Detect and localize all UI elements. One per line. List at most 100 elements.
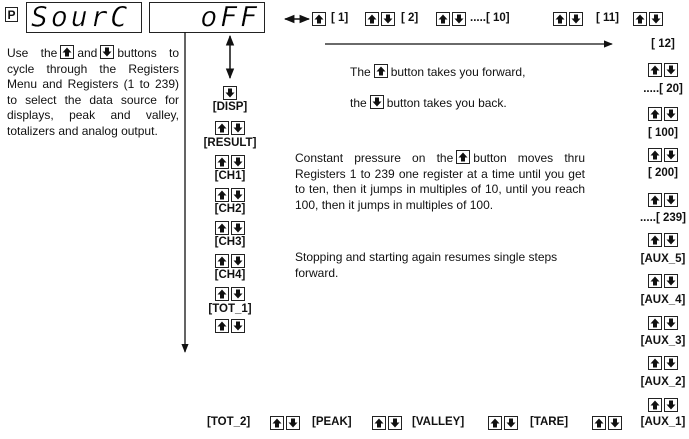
bottom-row-label-3: [TARE] xyxy=(530,416,569,428)
up-arrow-key-icon xyxy=(215,254,229,268)
down-arrow-key-icon xyxy=(231,188,245,202)
down-arrow-key-icon xyxy=(664,356,678,370)
up-arrow-key-icon xyxy=(312,12,326,26)
down-arrow-key-icon xyxy=(388,416,402,430)
down-arrow-key-icon xyxy=(664,107,678,121)
up-arrow-key-icon xyxy=(648,398,662,412)
up-arrow-key-icon xyxy=(373,64,388,78)
top-row-label-2: .....[ 10] xyxy=(470,12,510,24)
back-note-part: the xyxy=(350,96,367,110)
up-arrow-key-icon xyxy=(215,221,229,235)
down-arrow-key-icon xyxy=(223,86,237,100)
forward-note-part: button takes you forward, xyxy=(390,65,526,79)
left-instr-part: buttons to cycle through the Registers M… xyxy=(7,46,179,138)
right-column-label-6: [AUX_4] xyxy=(640,294,686,306)
right-column-label-7: [AUX_3] xyxy=(640,335,686,347)
top-row-label-1: [ 2] xyxy=(401,12,419,24)
down-arrow-key-icon xyxy=(664,193,678,207)
pressure-note-part: button moves thru Registers 1 to 239 one… xyxy=(295,151,585,212)
right-column-label-5: [AUX_5] xyxy=(640,253,686,265)
right-column-label-2: [ 100] xyxy=(647,127,679,139)
right-column-label-4: .....[ 239] xyxy=(639,212,687,224)
down-arrow-key-icon xyxy=(664,148,678,162)
down-arrow-key-icon xyxy=(649,12,663,26)
up-arrow-key-icon xyxy=(648,148,662,162)
back-note: the button takes you back. xyxy=(350,95,507,112)
pressure-note-part: Constant pressure on the xyxy=(295,151,454,165)
menu-label-2: [CH1] xyxy=(214,170,246,182)
right-column-label-0: [ 12] xyxy=(651,38,675,50)
up-arrow-key-icon xyxy=(436,12,450,26)
up-arrow-key-icon xyxy=(215,287,229,301)
menu-label-3: [CH2] xyxy=(214,203,246,215)
up-arrow-key-icon xyxy=(372,416,386,430)
up-arrow-key-icon xyxy=(60,45,75,59)
display-left-readout: SourC xyxy=(26,2,142,33)
down-arrow-key-icon xyxy=(569,12,583,26)
menu-label-1: [RESULT] xyxy=(203,137,257,149)
right-column-label-9: [AUX_1] xyxy=(640,416,686,428)
down-arrow-key-icon xyxy=(608,416,622,430)
top-row-label-3: [ 11] xyxy=(596,12,620,24)
down-arrow-key-icon xyxy=(231,319,245,333)
left-instr-part: Use the xyxy=(7,46,58,60)
down-arrow-key-icon xyxy=(231,121,245,135)
up-arrow-key-icon xyxy=(456,150,471,164)
forward-note-part: The xyxy=(350,65,371,79)
up-arrow-key-icon xyxy=(648,193,662,207)
menu-label-4: [CH3] xyxy=(214,236,246,248)
down-arrow-key-icon xyxy=(231,221,245,235)
down-arrow-key-icon xyxy=(664,316,678,330)
up-arrow-key-icon xyxy=(592,416,606,430)
up-arrow-key-icon xyxy=(215,155,229,169)
right-readout-text: oFF xyxy=(200,2,260,33)
up-arrow-key-icon xyxy=(648,356,662,370)
down-arrow-key-icon xyxy=(664,63,678,77)
up-arrow-key-icon xyxy=(553,12,567,26)
down-arrow-key-icon xyxy=(381,12,395,26)
up-arrow-key-icon xyxy=(215,121,229,135)
right-column-label-3: [ 200] xyxy=(647,167,679,179)
up-arrow-key-icon xyxy=(633,12,647,26)
left-readout-text: SourC xyxy=(31,2,131,33)
right-column-label-8: [AUX_2] xyxy=(640,376,686,388)
up-arrow-key-icon xyxy=(648,233,662,247)
menu-label-5: [CH4] xyxy=(214,269,246,281)
up-arrow-key-icon xyxy=(488,416,502,430)
down-arrow-key-icon xyxy=(664,398,678,412)
down-arrow-key-icon xyxy=(452,12,466,26)
bottom-row-label-2: [VALLEY] xyxy=(412,416,465,428)
up-arrow-key-icon xyxy=(270,416,284,430)
down-arrow-key-icon xyxy=(504,416,518,430)
down-arrow-key-icon xyxy=(369,95,384,109)
up-arrow-key-icon xyxy=(648,63,662,77)
up-arrow-key-icon xyxy=(365,12,379,26)
bottom-row-label-1: [PEAK] xyxy=(312,416,352,428)
down-arrow-key-icon xyxy=(664,274,678,288)
bottom-row-label-0: [TOT_2] xyxy=(207,416,251,428)
back-note-part: button takes you back. xyxy=(386,96,507,110)
menu-label-0: [DISP] xyxy=(212,101,248,113)
program-key-icon: P xyxy=(5,7,18,22)
left-instr-part: and xyxy=(77,46,98,60)
up-arrow-key-icon xyxy=(215,188,229,202)
up-arrow-key-icon xyxy=(648,107,662,121)
down-arrow-key-icon xyxy=(231,287,245,301)
up-arrow-key-icon xyxy=(215,319,229,333)
display-right-readout: oFF xyxy=(149,2,265,33)
down-arrow-key-icon xyxy=(231,254,245,268)
down-arrow-key-icon xyxy=(231,155,245,169)
down-arrow-key-icon xyxy=(286,416,300,430)
forward-note: The button takes you forward, xyxy=(350,64,525,81)
up-arrow-key-icon xyxy=(648,316,662,330)
resume-note: Stopping and starting again resumes sing… xyxy=(295,250,558,280)
menu-label-6: [TOT_1] xyxy=(208,303,252,315)
up-arrow-key-icon xyxy=(648,274,662,288)
down-arrow-key-icon xyxy=(100,45,115,59)
down-arrow-key-icon xyxy=(664,233,678,247)
right-column-label-1: .....[ 20] xyxy=(643,83,683,95)
